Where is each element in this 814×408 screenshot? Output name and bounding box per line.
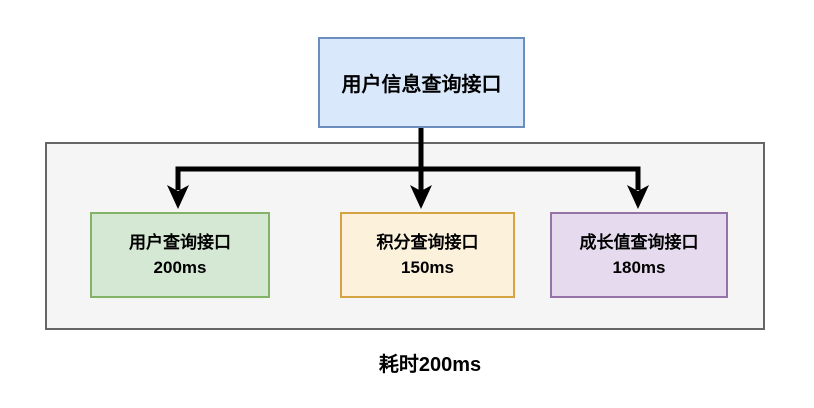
node-growth-query-label: 成长值查询接口 — [579, 233, 699, 252]
node-root: 用户信息查询接口 — [318, 37, 525, 128]
node-points-query-label: 积分查询接口 — [376, 233, 479, 252]
node-root-label: 用户信息查询接口 — [341, 74, 502, 96]
node-user-query-time: 200ms — [153, 258, 207, 277]
total-time-caption: 耗时200ms — [378, 354, 482, 376]
node-growth-query-time: 180ms — [612, 258, 666, 277]
node-points-query: 积分查询接口 150ms — [340, 212, 515, 298]
node-growth-query: 成长值查询接口 180ms — [550, 212, 728, 298]
node-points-query-time: 150ms — [401, 258, 454, 277]
node-user-query: 用户查询接口 200ms — [90, 212, 270, 298]
node-user-query-label: 用户查询接口 — [129, 233, 231, 252]
